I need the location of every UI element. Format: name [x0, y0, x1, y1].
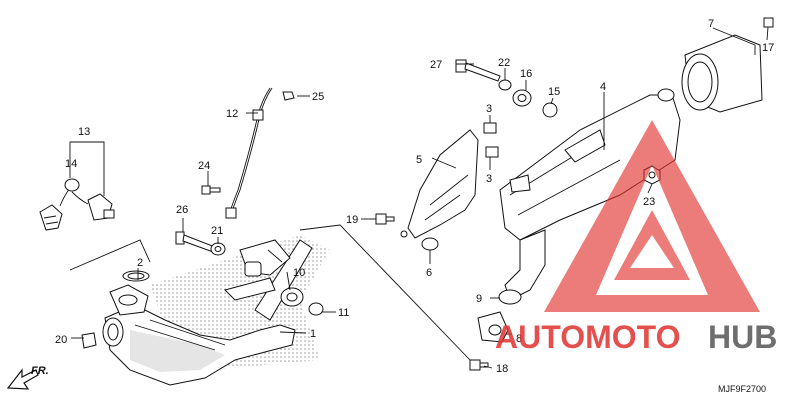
collar-16 [512, 89, 532, 107]
collar-11 [308, 302, 324, 316]
callout-16: 16 [520, 68, 532, 80]
bolt-26 [175, 231, 216, 253]
callout-18: 18 [496, 363, 508, 375]
washer-22 [498, 79, 512, 91]
rubber-6 [421, 237, 439, 251]
diagram-code: MJF9F2700 [718, 384, 766, 394]
seal-9 [498, 289, 522, 305]
callout-10: 10 [293, 267, 305, 279]
bolt-19 [375, 213, 395, 225]
pipe-bracket [239, 239, 291, 277]
callout-14: 14 [65, 158, 77, 170]
callout-numbers: 1 2 3 3 4 5 6 7 8 9 10 11 12 13 14 15 16… [55, 18, 774, 375]
o2-sensor-assembly [39, 178, 115, 231]
muffler [499, 88, 681, 301]
callout-3b: 3 [486, 173, 492, 185]
callout-3a: 3 [486, 103, 492, 115]
muffler-end-cover [681, 34, 763, 113]
callout-22: 22 [498, 57, 510, 69]
callout-25: 25 [312, 91, 324, 103]
callout-5: 5 [416, 154, 422, 166]
clamp-8 [477, 311, 509, 343]
callout-9: 9 [476, 293, 482, 305]
callout-11: 11 [338, 307, 349, 319]
watermark-word-1: AUTOMOTO [495, 319, 680, 355]
callout-26: 26 [176, 204, 188, 216]
grommet-3b [485, 146, 499, 158]
heat-shield [400, 129, 479, 239]
callout-24: 24 [198, 160, 210, 172]
watermark: AUTOMOTO HUB [495, 120, 777, 355]
callout-4: 4 [600, 81, 606, 93]
nut-21 [210, 242, 226, 256]
callout-13: 13 [78, 126, 90, 138]
callout-19: 19 [346, 214, 358, 226]
callout-20: 20 [55, 334, 67, 346]
callout-6: 6 [426, 267, 432, 279]
leader-lines [69, 26, 769, 369]
callout-15: 15 [548, 86, 560, 98]
callout-8: 8 [516, 333, 522, 345]
callout-23: 23 [643, 196, 655, 208]
watermark-triangle-logo [544, 120, 760, 312]
callout-21: 21 [211, 225, 223, 237]
bolt-18 [469, 359, 489, 371]
callout-27: 27 [430, 59, 442, 71]
callout-1: 1 [310, 328, 316, 340]
sensor-cable [225, 87, 295, 219]
bolt-24 [201, 185, 221, 195]
callout-7: 7 [708, 18, 714, 30]
callout-17: 17 [762, 42, 774, 54]
callout-2: 2 [137, 257, 143, 269]
grommet-3a [483, 122, 497, 134]
front-direction-arrow: FR. [6, 365, 49, 390]
rubber-10 [280, 287, 304, 307]
collar-15 [542, 102, 558, 118]
callout-12: 12 [226, 108, 238, 120]
bolt-27 [455, 59, 501, 82]
screw-17 [763, 17, 774, 28]
watermark-word-2: HUB [708, 319, 777, 355]
bolt-20 [81, 332, 97, 349]
fr-label: FR. [31, 365, 49, 377]
exhaust-pipe [102, 239, 313, 386]
